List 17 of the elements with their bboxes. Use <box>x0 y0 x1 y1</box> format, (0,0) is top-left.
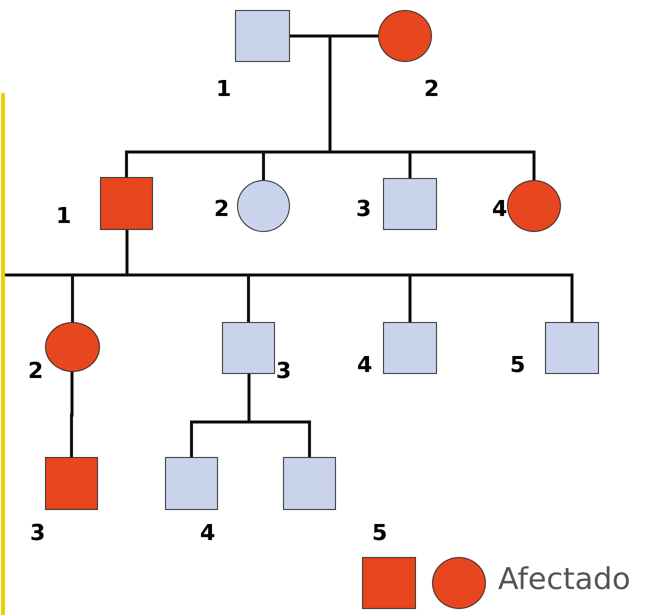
individual-number: 2 <box>214 198 230 222</box>
individual-number: 1 <box>216 78 232 102</box>
individual-number: 4 <box>200 522 216 546</box>
individual-number: 3 <box>356 198 372 222</box>
individual-number: 4 <box>357 354 372 378</box>
individual-number: 5 <box>372 522 388 546</box>
individual-number: 1 <box>56 205 72 229</box>
connector-line <box>328 34 536 180</box>
individual-number: 4 <box>492 198 508 222</box>
individual-number: 2 <box>28 360 44 384</box>
individual-number: 5 <box>510 354 526 378</box>
connector-line <box>70 370 74 457</box>
individual-number: 3 <box>30 522 46 546</box>
connector-line <box>247 372 311 457</box>
individual-number: 2 <box>424 78 440 102</box>
individual-number: 3 <box>276 360 292 384</box>
legend-label: Afectado <box>498 562 631 598</box>
